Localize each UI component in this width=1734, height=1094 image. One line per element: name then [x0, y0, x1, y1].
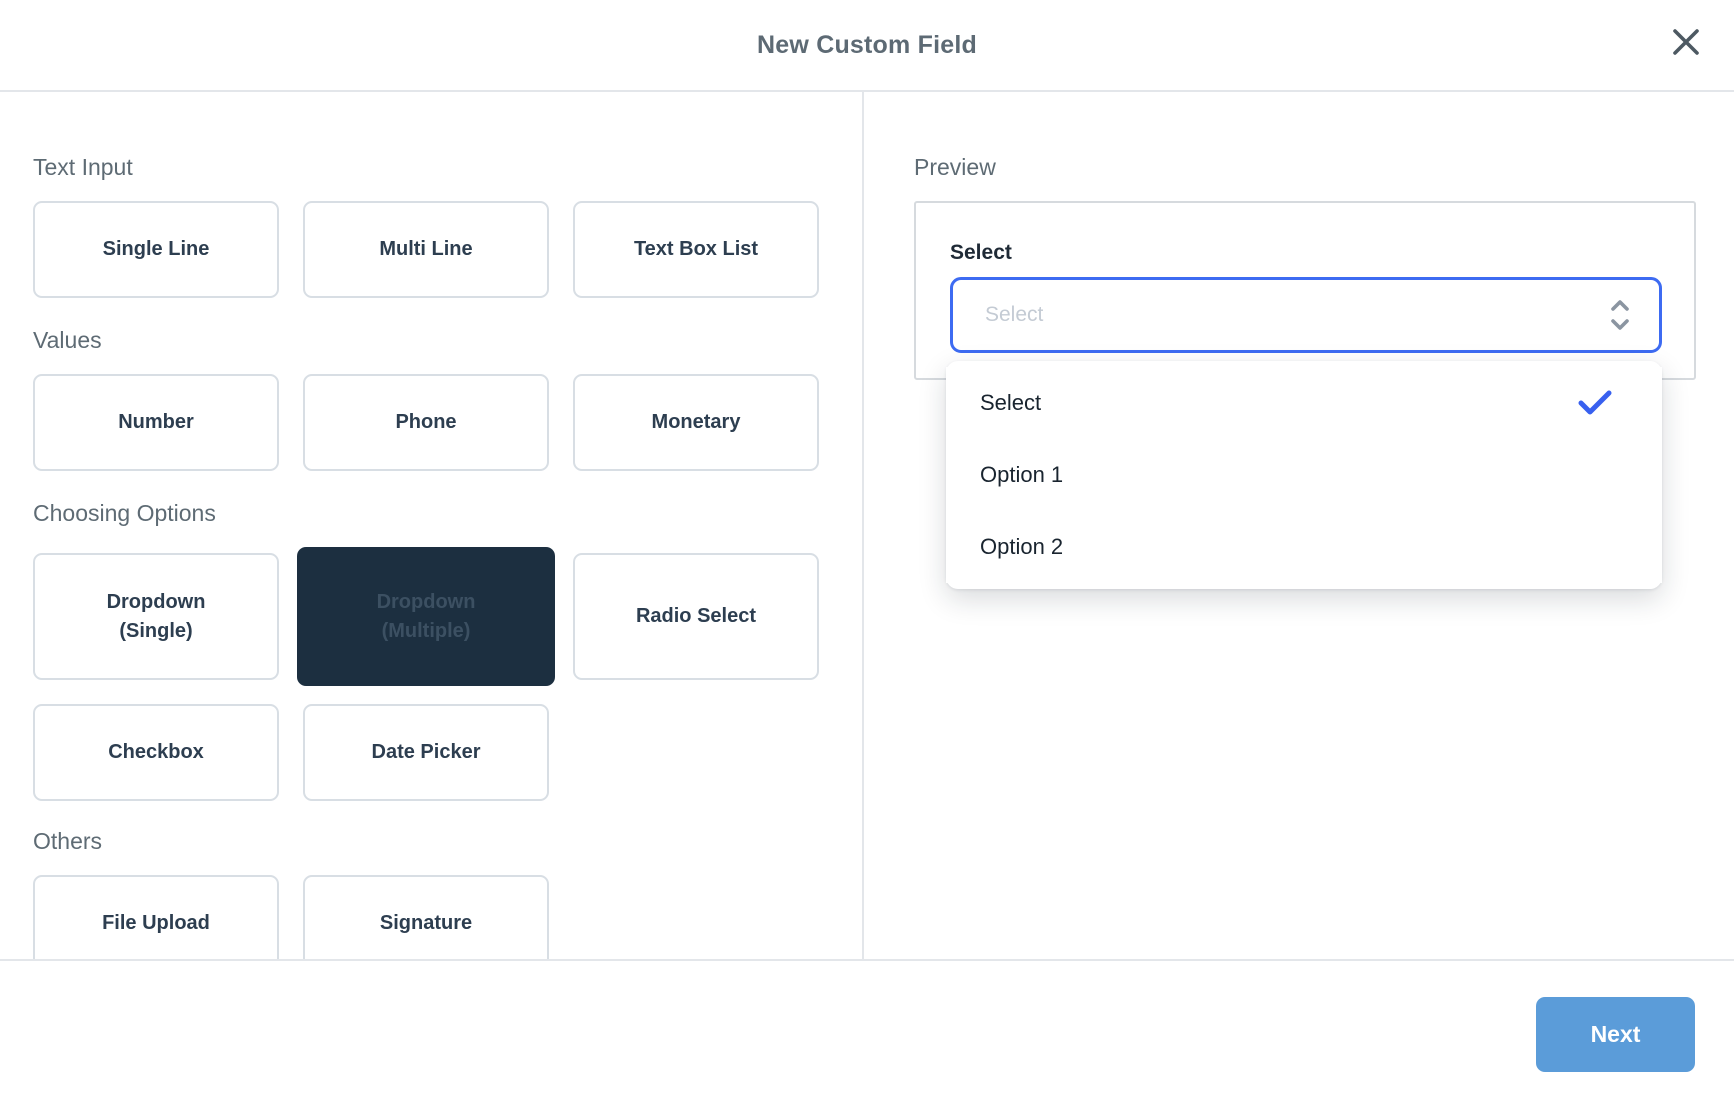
preview-heading: Preview — [914, 153, 1696, 181]
card-date-picker[interactable]: Date Picker — [303, 704, 549, 801]
check-icon — [1578, 389, 1612, 417]
page-title: New Custom Field — [757, 31, 977, 60]
select-control[interactable]: Select — [950, 277, 1662, 353]
card-text-box-list[interactable]: Text Box List — [573, 201, 819, 298]
modal-header: New Custom Field — [0, 0, 1734, 92]
next-button[interactable]: Next — [1536, 997, 1695, 1072]
card-row: Dropdown (Single) Dropdown (Multiple) Ra… — [33, 547, 862, 686]
card-multi-line[interactable]: Multi Line — [303, 201, 549, 298]
card-monetary[interactable]: Monetary — [573, 374, 819, 471]
section-label-choosing-options: Choosing Options — [33, 499, 862, 527]
card-phone[interactable]: Phone — [303, 374, 549, 471]
preview-panel: Preview Select Select Select — [864, 92, 1734, 959]
dropdown-option-1[interactable]: Option 1 — [946, 439, 1662, 511]
select-placeholder: Select — [985, 303, 1043, 327]
card-row: File Upload Signature — [33, 875, 862, 959]
card-row: Number Phone Monetary — [33, 374, 862, 471]
dropdown-menu: Select Option 1 Option 2 — [946, 361, 1662, 589]
card-checkbox[interactable]: Checkbox — [33, 704, 279, 801]
card-file-upload[interactable]: File Upload — [33, 875, 279, 959]
section-label-text-input: Text Input — [33, 153, 862, 181]
dropdown-option-select[interactable]: Select — [946, 367, 1662, 439]
close-icon — [1671, 27, 1701, 57]
modal-footer: Next — [0, 959, 1734, 1094]
card-single-line[interactable]: Single Line — [33, 201, 279, 298]
close-button[interactable] — [1668, 24, 1704, 60]
unfold-icon — [1609, 297, 1631, 333]
section-label-others: Others — [33, 827, 862, 855]
card-signature[interactable]: Signature — [303, 875, 549, 959]
field-type-panel: Text Input Single Line Multi Line Text B… — [0, 92, 864, 959]
card-radio-select[interactable]: Radio Select — [573, 553, 819, 680]
dropdown-option-2[interactable]: Option 2 — [946, 511, 1662, 583]
preview-card: Select Select — [914, 201, 1696, 380]
card-dropdown-multiple-selected[interactable]: Dropdown (Multiple) — [297, 547, 555, 686]
option-label: Option 2 — [980, 534, 1063, 560]
card-dropdown-single[interactable]: Dropdown (Single) — [33, 553, 279, 680]
card-row: Single Line Multi Line Text Box List — [33, 201, 862, 298]
modal-body: Text Input Single Line Multi Line Text B… — [0, 92, 1734, 959]
card-row: Checkbox Date Picker — [33, 704, 862, 801]
option-label: Option 1 — [980, 462, 1063, 488]
option-label: Select — [980, 390, 1041, 416]
preview-field-label: Select — [950, 241, 1662, 265]
card-number[interactable]: Number — [33, 374, 279, 471]
section-label-values: Values — [33, 326, 862, 354]
